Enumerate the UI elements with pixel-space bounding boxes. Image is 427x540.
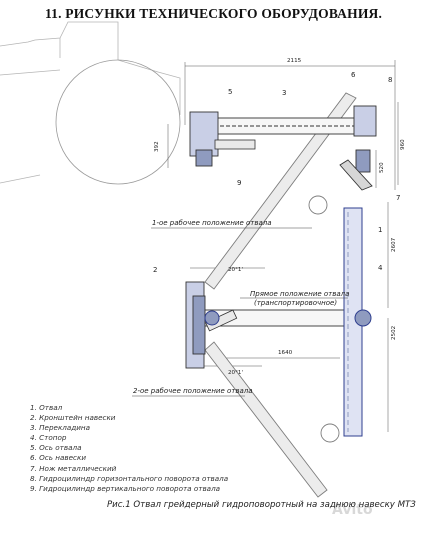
callout-8: 8 [388, 76, 392, 84]
callout-1: 1 [378, 226, 382, 234]
legend-item: 7. Нож металлический [30, 463, 117, 473]
dim-2607: 2607 [391, 237, 397, 252]
figure-caption: Рис.1 Отвал грейдерный гидроповоротный н… [107, 500, 416, 510]
legend-item: 3. Перекладина [30, 423, 91, 433]
page-title: 11. РИСУНКИ ТЕХНИЧЕСКОГО ОБОРУДОВАНИЯ. [44, 6, 383, 21]
tractor-outline [0, 21, 181, 185]
callout-3: 3 [282, 89, 286, 97]
dim-2502: 2502 [391, 326, 397, 340]
right-hitch [339, 105, 377, 191]
blade-straight [204, 207, 372, 437]
legend-item: 6. Ось навески [30, 453, 86, 463]
legend-item: 1. Отвал [30, 403, 63, 412]
callout-6: 6 [351, 71, 356, 79]
parts-legend: 1. Отвал 2. Кронштейн навески 3. Перекла… [30, 403, 228, 494]
label-transport-2: (транспортировочное) [254, 299, 337, 307]
dim-1640: 1640 [278, 350, 293, 356]
watermark-logo: Avito [332, 502, 373, 518]
legend-item: 5. Ось отвала [30, 443, 82, 453]
angle-bottom: 20°1' [228, 370, 243, 376]
angle-top: 20°1' [228, 267, 243, 273]
dim-960: 960 [400, 139, 406, 150]
legend-item: 8. Гидроцилиндр горизонтального поворота… [30, 473, 229, 483]
dim-2115: 2115 [287, 58, 302, 64]
callout-5: 5 [228, 88, 232, 96]
hitch-brackets [185, 111, 219, 369]
callout-7: 7 [396, 194, 400, 202]
callout-2: 2 [153, 266, 157, 274]
label-transport-1: Прямое положение отвала [250, 290, 349, 298]
legend-item: 4. Стопор [30, 433, 67, 443]
label-position-1: 1-ое рабочее положение отвала [152, 219, 272, 227]
legend-item: 9. Гидроцилиндр вертикального поворота о… [30, 483, 221, 493]
blade-swept-positions [204, 92, 357, 498]
legend-item: 2. Кронштейн навески [30, 413, 116, 423]
dim-392: 392 [154, 141, 160, 152]
label-position-2: 2-ое рабочее положение отвала [133, 387, 253, 395]
leader-lines [132, 227, 348, 397]
dim-520: 520 [379, 162, 385, 173]
callout-9: 9 [237, 179, 241, 187]
callout-4: 4 [378, 264, 383, 272]
